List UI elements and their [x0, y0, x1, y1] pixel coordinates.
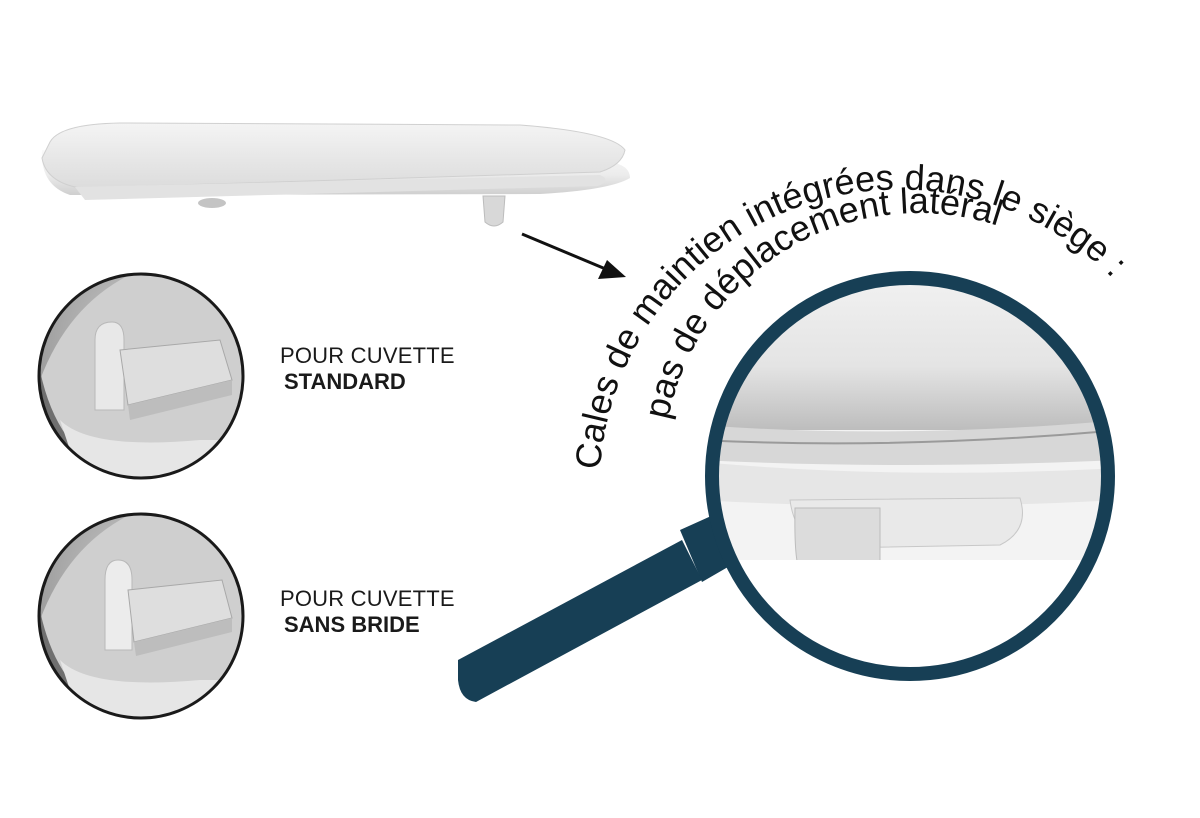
pointer-arrow-icon [521, 232, 626, 279]
rimless-bowl-detail-circle [37, 512, 245, 720]
rimless-caption: POUR CUVETTE SANS BRIDE [280, 586, 455, 638]
standard-caption-line2: STANDARD [284, 369, 406, 394]
rimless-caption-line1: POUR CUVETTE [280, 586, 455, 611]
toilet-seat-side-view [41, 122, 630, 227]
standard-bowl-detail-circle [37, 272, 245, 480]
magnifier-handle [458, 512, 740, 702]
standard-caption-line1: POUR CUVETTE [280, 343, 455, 368]
standard-caption: POUR CUVETTE STANDARD [280, 343, 455, 395]
magnifier-lens [705, 271, 1115, 681]
rimless-caption-line2: SANS BRIDE [284, 612, 420, 637]
